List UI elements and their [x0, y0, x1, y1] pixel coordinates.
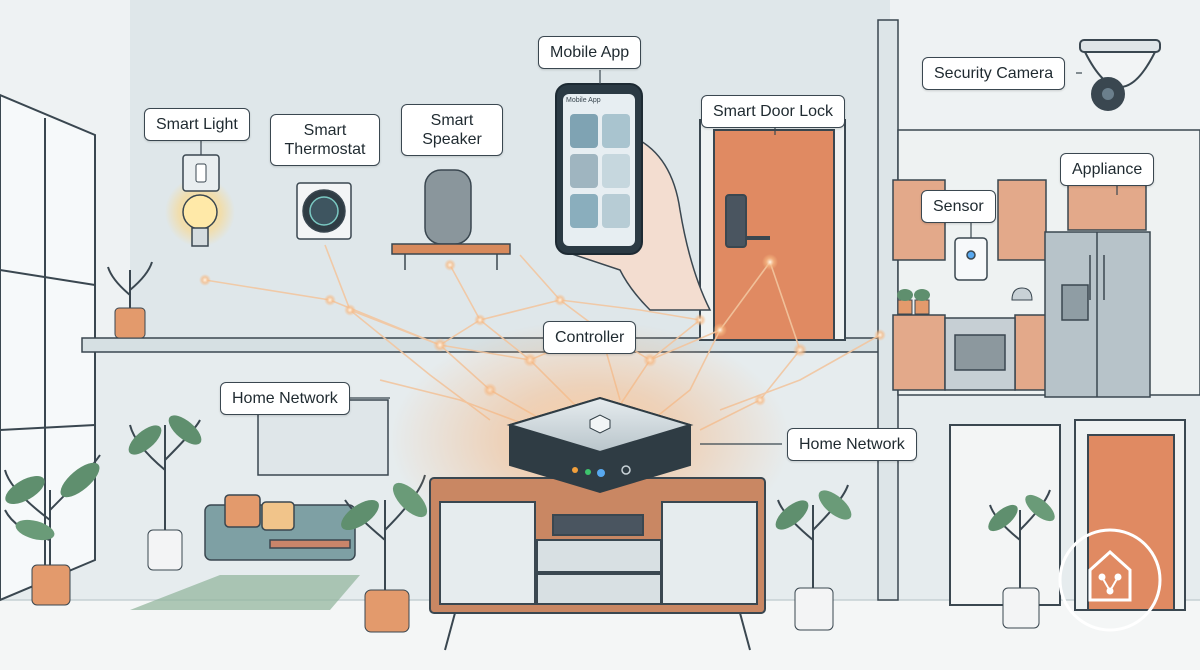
sensor-label: Sensor — [921, 190, 996, 223]
controller-label: Controller — [543, 321, 637, 354]
window — [0, 93, 96, 602]
smartphone-icon — [555, 83, 712, 311]
appliance-label: Appliance — [1060, 153, 1155, 186]
smart-light-label: Smart Light — [144, 108, 250, 141]
smart-door-lock-label: Smart Door Lock — [701, 95, 846, 128]
smart-thermostat-label: Smart Thermostat — [270, 114, 380, 166]
lightbulb-icon — [165, 154, 235, 247]
refrigerator-icon — [1044, 231, 1151, 398]
door-lock-icon — [725, 194, 747, 248]
home-network-label-left: Home Network — [220, 382, 350, 415]
stove — [944, 317, 1016, 391]
counter-plants — [897, 289, 930, 315]
smart-door — [699, 119, 846, 341]
tv-console — [429, 477, 766, 651]
sensor-icon — [954, 237, 988, 281]
controller-hub-icon — [506, 396, 694, 494]
plants — [4, 261, 1055, 633]
phone-screen-header: Mobile App — [566, 97, 601, 104]
smart-speaker-label: Smart Speaker — [401, 104, 503, 156]
security-camera-icon — [1079, 39, 1161, 111]
security-camera-label: Security Camera — [922, 57, 1066, 90]
home-network-label-right: Home Network — [787, 428, 917, 461]
smart-home-logo-icon — [1058, 528, 1162, 632]
mobile-app-label: Mobile App — [538, 36, 642, 69]
thermostat-icon — [296, 182, 352, 240]
sofa — [204, 494, 356, 561]
speaker-icon — [391, 169, 511, 270]
callout-pointers — [200, 70, 1118, 445]
